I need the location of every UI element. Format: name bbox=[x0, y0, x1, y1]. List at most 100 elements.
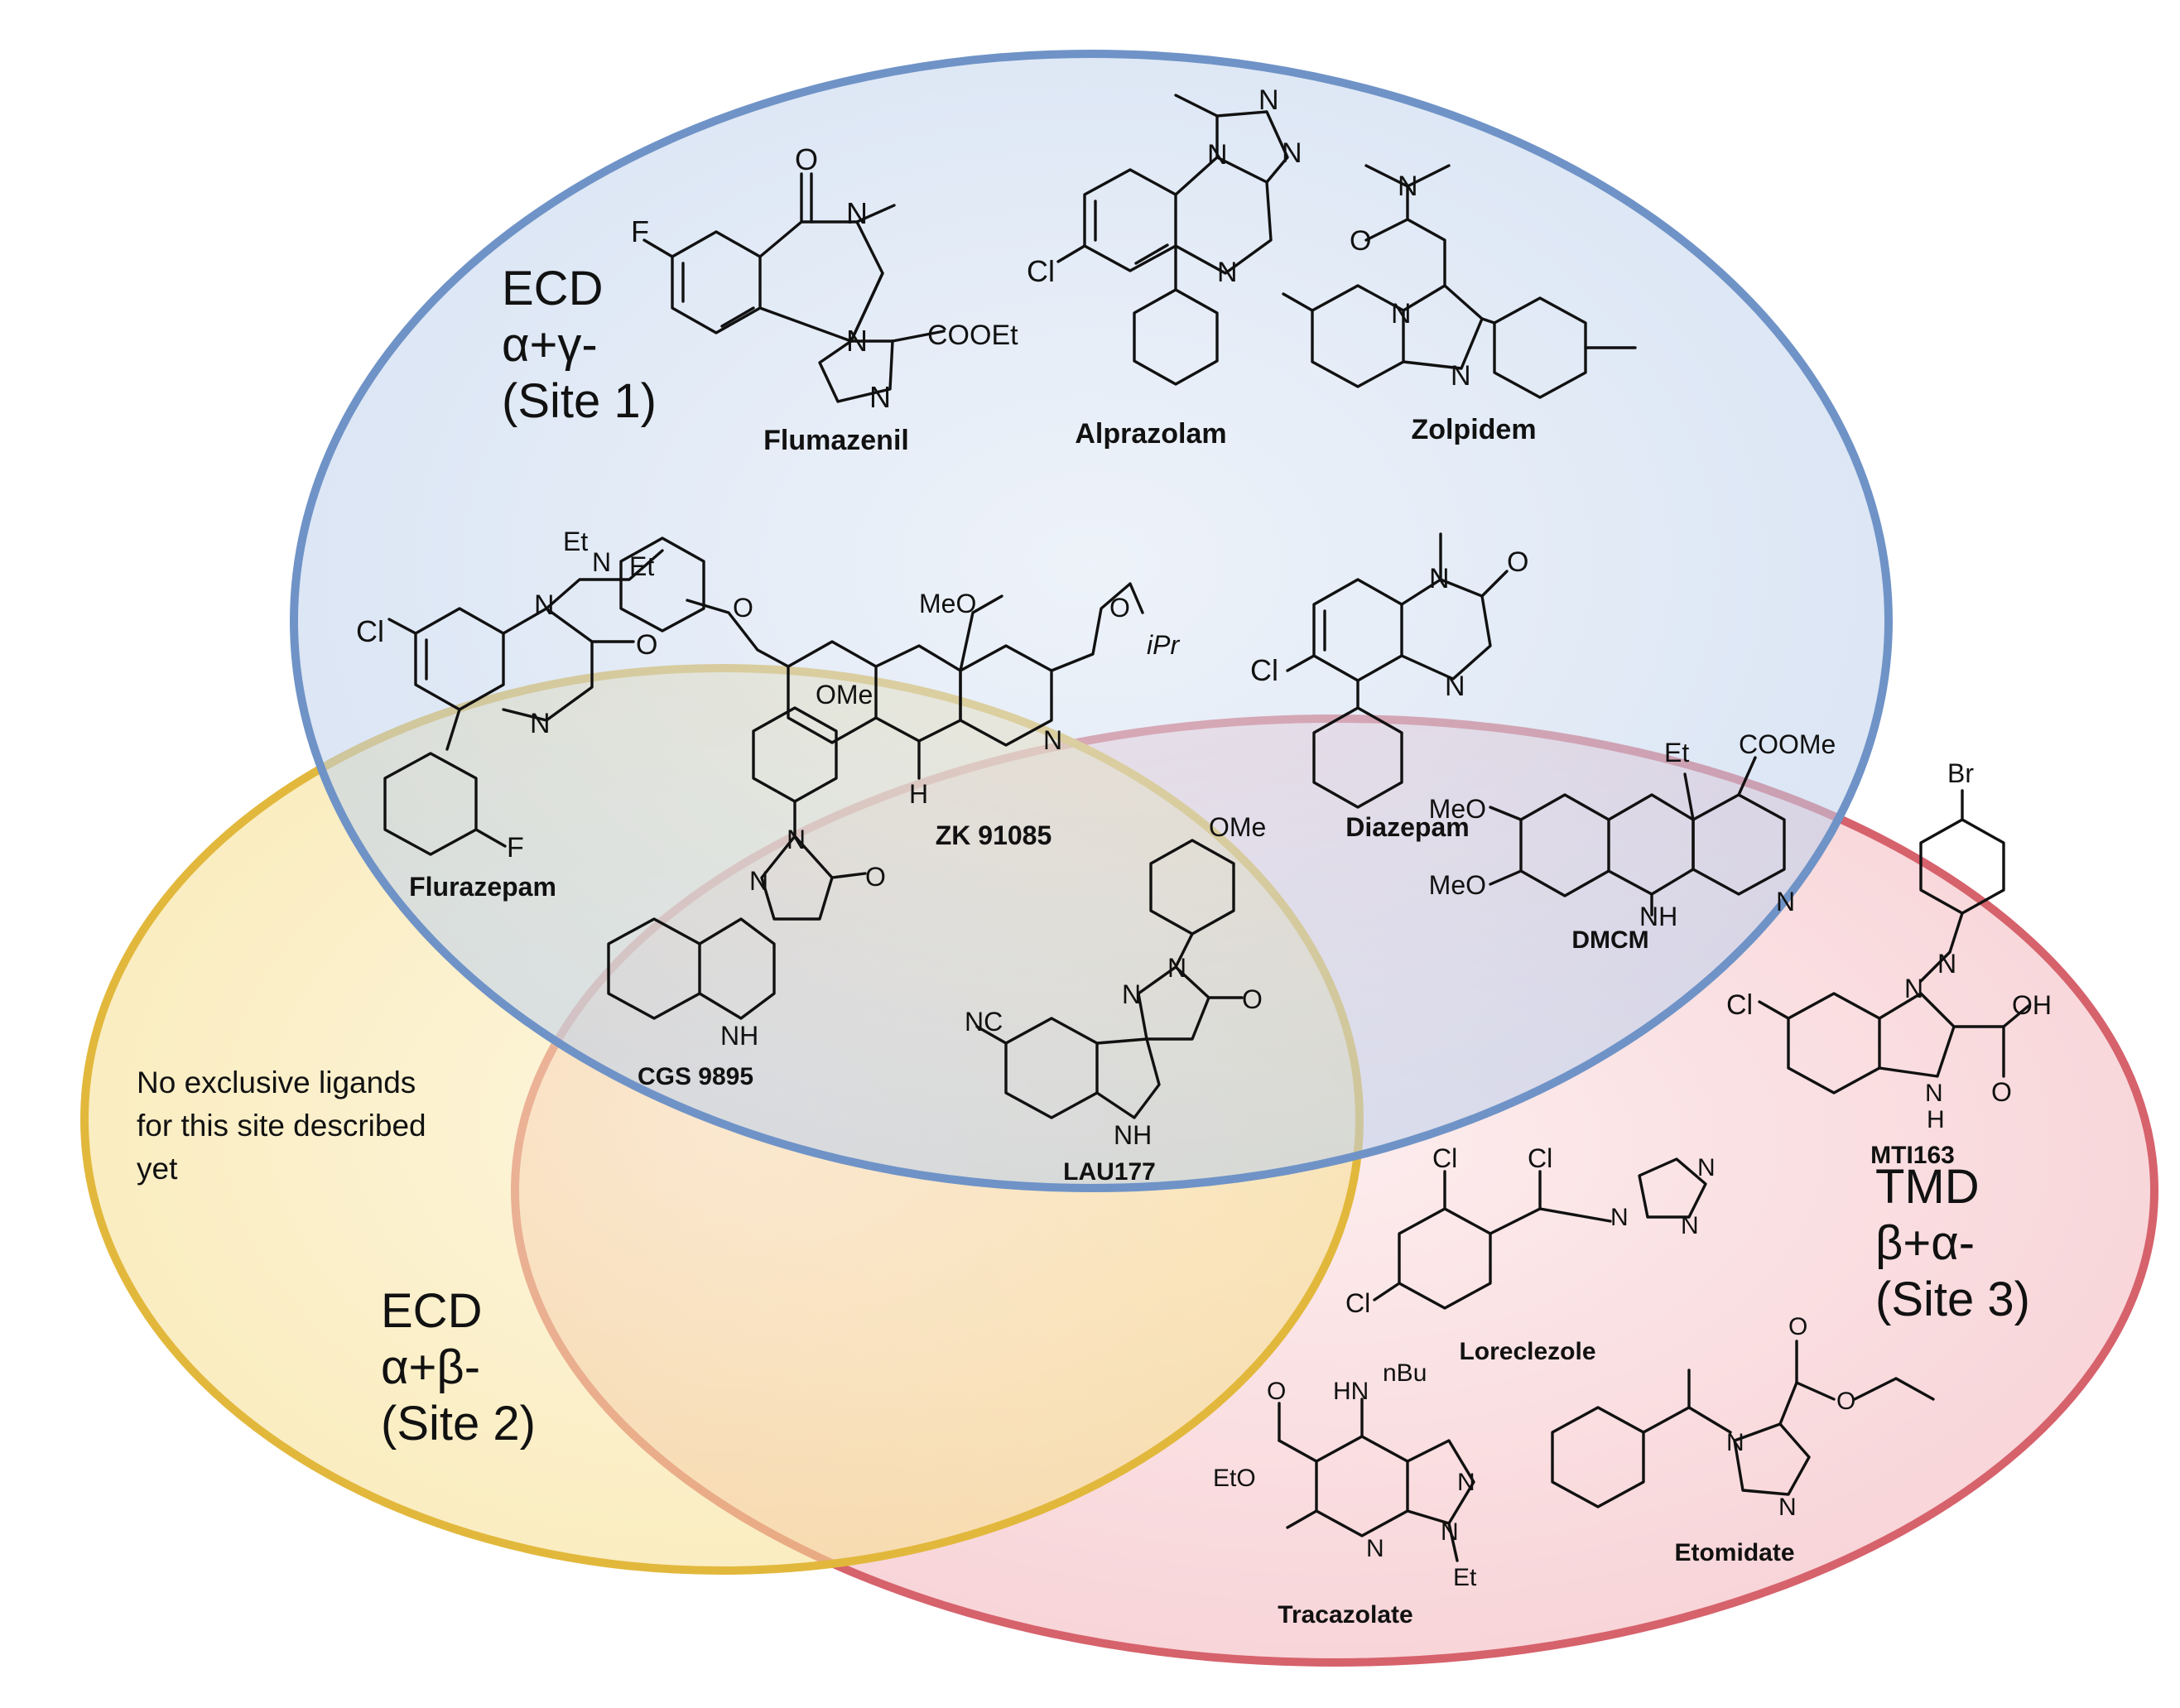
flurazepam-structure: Cl N O N N Et Et F Flurazepam bbox=[356, 527, 664, 902]
flumazenil-label: Flumazenil bbox=[763, 425, 909, 456]
flurazepam-label: Flurazepam bbox=[409, 872, 556, 902]
nh-label: NH bbox=[720, 1021, 758, 1051]
methoxy-label: MeO bbox=[1429, 870, 1486, 900]
fluorine-label: F bbox=[507, 832, 524, 864]
cooet-label: COOEt bbox=[927, 320, 1018, 351]
nitrogen-label: N bbox=[1258, 84, 1279, 116]
nitrogen-label: N bbox=[1726, 1429, 1744, 1456]
nitrogen-label: N bbox=[1207, 139, 1228, 171]
oxygen-label: O bbox=[733, 593, 753, 623]
ethyl-label: Et bbox=[563, 527, 588, 556]
bromine-label: Br bbox=[1947, 758, 1974, 788]
zk91085-structure: O H N MeO O iPr ZK 91085 bbox=[619, 536, 1180, 850]
lau177-label: LAU177 bbox=[1063, 1158, 1156, 1186]
nitrogen-label: N bbox=[1451, 360, 1471, 392]
chlorine-label: Cl bbox=[1432, 1143, 1457, 1173]
fluorine-label: F bbox=[631, 214, 649, 248]
amine-label: HN bbox=[1333, 1378, 1369, 1405]
nitrogen-label: N bbox=[1122, 979, 1141, 1009]
butyl-label: nBu bbox=[1383, 1359, 1427, 1387]
nitrogen-label: N bbox=[1167, 953, 1186, 983]
hydrogen-label: H bbox=[1927, 1106, 1945, 1133]
ethyl-label: Et bbox=[1664, 738, 1689, 767]
nitrogen-label: N bbox=[1697, 1154, 1716, 1181]
site3-interface: β+α- bbox=[1875, 1216, 1975, 1270]
oxygen-label: O bbox=[795, 142, 818, 176]
methoxy-label: MeO bbox=[1429, 794, 1486, 824]
nitrile-label: NC bbox=[965, 1007, 1003, 1037]
diazepam-label: Diazepam bbox=[1345, 812, 1469, 842]
oxygen-label: O bbox=[1242, 984, 1263, 1014]
nitrogen-label: N bbox=[846, 324, 868, 358]
dmcm-structure: MeO MeO Et COOMe N NH DMCM bbox=[1429, 729, 1836, 954]
chlorine-label: Cl bbox=[1250, 653, 1278, 687]
oxygen-label: O bbox=[1267, 1378, 1286, 1405]
nitrogen-label: N bbox=[1937, 949, 1956, 979]
oxygen-label: O bbox=[1836, 1388, 1855, 1415]
nitrogen-label: N bbox=[1681, 1212, 1699, 1239]
alprazolam-structure: Cl N N N N Alprazolam bbox=[1027, 84, 1302, 450]
note-line-1: No exclusive ligands bbox=[137, 1066, 416, 1099]
chlorine-label: Cl bbox=[1345, 1288, 1370, 1318]
hydrogen-label: H bbox=[909, 779, 928, 809]
nitrogen-label: N bbox=[846, 196, 868, 230]
hydroxyl-label: OH bbox=[2012, 990, 2052, 1020]
nitrogen-label: N bbox=[787, 825, 806, 854]
site2-note: No exclusive ligands for this site descr… bbox=[137, 1061, 567, 1191]
nitrogen-label: N bbox=[1904, 974, 1923, 1003]
cgs9895-label: CGS 9895 bbox=[638, 1063, 753, 1090]
etomidate-structure: O O N N Etomidate bbox=[1551, 1313, 1935, 1566]
tracazolate-structure: HN nBu O EtO N N N Et Tracazolate bbox=[1213, 1359, 1477, 1629]
oxygen-label: O bbox=[1350, 225, 1371, 257]
nitrogen-label: N bbox=[1776, 887, 1795, 917]
site2-interface: α+β- bbox=[381, 1340, 481, 1394]
loreclezole-label: Loreclezole bbox=[1459, 1338, 1595, 1365]
coome-label: COOMe bbox=[1739, 729, 1836, 759]
note-line-2: for this site described bbox=[137, 1109, 426, 1143]
methoxy-label: MeO bbox=[919, 589, 976, 618]
site1-domain: ECD bbox=[502, 262, 604, 315]
site1-ellipse bbox=[290, 50, 1893, 1192]
cgs9895-structure: OMe N N O NH CGS 9895 bbox=[607, 680, 886, 1090]
site3-name: (Site 3) bbox=[1875, 1273, 2030, 1326]
chlorine-label: Cl bbox=[356, 614, 384, 648]
etomidate-label: Etomidate bbox=[1674, 1539, 1794, 1566]
methoxy-label: OMe bbox=[1209, 812, 1266, 842]
ethyl-label: Et bbox=[629, 551, 654, 581]
zolpidem-structure: O N N N Zolpidem bbox=[1282, 164, 1637, 445]
nitrogen-label: N bbox=[1441, 1518, 1459, 1546]
site2-name: (Site 2) bbox=[381, 1397, 536, 1451]
methoxy-label: OMe bbox=[816, 680, 873, 710]
site1-name: (Site 1) bbox=[502, 374, 657, 428]
nh-label: NH bbox=[1114, 1120, 1152, 1150]
nitrogen-label: N bbox=[749, 866, 768, 896]
chlorine-label: Cl bbox=[1027, 254, 1055, 288]
nitrogen-label: N bbox=[1398, 171, 1418, 202]
loreclezole-structure: Cl Cl Cl N N N Loreclezole bbox=[1345, 1143, 1716, 1365]
mti163-label: MTI163 bbox=[1870, 1142, 1955, 1169]
ethyl-label: Et bbox=[1453, 1564, 1477, 1591]
chlorine-label: Cl bbox=[1528, 1143, 1552, 1173]
nitrogen-label: N bbox=[1610, 1204, 1629, 1231]
ethoxy-label: EtO bbox=[1213, 1465, 1256, 1492]
nitrogen-label: N bbox=[1778, 1494, 1797, 1521]
dmcm-label: DMCM bbox=[1571, 926, 1648, 954]
nitrogen-label: N bbox=[1445, 671, 1465, 702]
alprazolam-label: Alprazolam bbox=[1075, 418, 1226, 450]
nitrogen-label: N bbox=[530, 708, 551, 739]
nitrogen-label: N bbox=[1282, 137, 1302, 169]
site1-interface: α+γ- bbox=[502, 318, 598, 372]
isopropyl-label: iPr bbox=[1147, 630, 1180, 660]
nitrogen-label: N bbox=[592, 547, 611, 577]
nitrogen-label: N bbox=[1429, 563, 1450, 594]
diazepam-structure: Cl N O N Diazepam bbox=[1250, 532, 1528, 842]
mti163-structure: Br N N Cl OH O N H MTI163 bbox=[1726, 758, 2052, 1169]
oxygen-label: O bbox=[636, 629, 657, 661]
site1-label: ECD α+γ- (Site 1) bbox=[502, 261, 657, 430]
site3-label: TMD β+α- (Site 3) bbox=[1875, 1159, 2030, 1328]
oxygen-label: O bbox=[1788, 1313, 1807, 1340]
oxygen-label: O bbox=[865, 862, 886, 892]
nitrogen-label: N bbox=[869, 380, 891, 414]
